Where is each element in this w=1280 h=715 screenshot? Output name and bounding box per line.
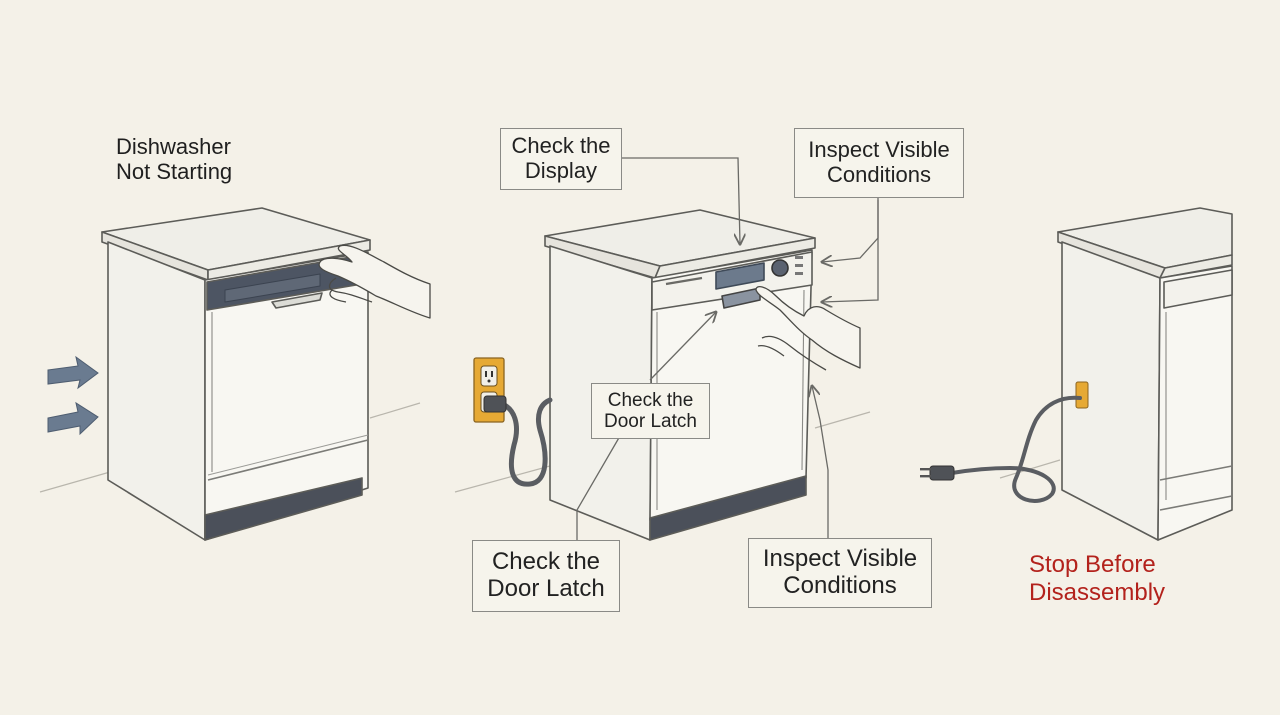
inspect-conditions-callout-bottom: Inspect Visible Conditions xyxy=(748,538,932,608)
inspect-conditions-callout-top: Inspect Visible Conditions xyxy=(794,128,964,198)
panel-title: Dishwasher Not Starting xyxy=(116,134,232,185)
warning-line1: Stop Before xyxy=(1029,551,1156,578)
stop-warning: Stop Before Disassembly xyxy=(1029,551,1165,606)
callout-line1: Inspect Visible xyxy=(808,137,950,163)
warning-line2: Disassembly xyxy=(1029,578,1166,606)
callout-line2: Conditions xyxy=(827,162,931,187)
door-latch-callout-center: Check the Door Latch xyxy=(591,383,710,439)
dishwasher-icon xyxy=(101,207,371,541)
check-display-callout: Check the Display xyxy=(500,128,622,190)
hand-icon xyxy=(755,285,861,371)
hand-icon xyxy=(318,244,431,319)
power-cord-icon xyxy=(497,397,553,487)
plug-icon xyxy=(483,395,507,413)
power-cord-icon xyxy=(950,395,1082,503)
callout-line2: Display xyxy=(524,158,598,183)
door-latch-callout-bottom: Check the Door Latch xyxy=(472,540,620,612)
callout-line2: Conditions xyxy=(783,572,897,599)
plug-icon xyxy=(920,465,955,481)
arrow-icon xyxy=(47,355,99,436)
callout-line1: Check the xyxy=(491,548,601,576)
callout-line2: Door Latch xyxy=(487,575,605,602)
power-outlet-icon xyxy=(1075,381,1089,409)
callout-line2: Door Latch xyxy=(604,411,697,432)
dishwasher-icon xyxy=(1057,207,1233,541)
panel-title-line2: Not Starting xyxy=(116,159,233,185)
callout-line1: Check the xyxy=(511,133,611,159)
dishwasher-icon xyxy=(544,209,816,541)
callout-line1: Inspect Visible xyxy=(762,545,918,573)
callout-line1: Check the xyxy=(607,389,694,411)
panel-title-line1: Dishwasher xyxy=(116,134,231,159)
leader-lines xyxy=(576,157,879,544)
